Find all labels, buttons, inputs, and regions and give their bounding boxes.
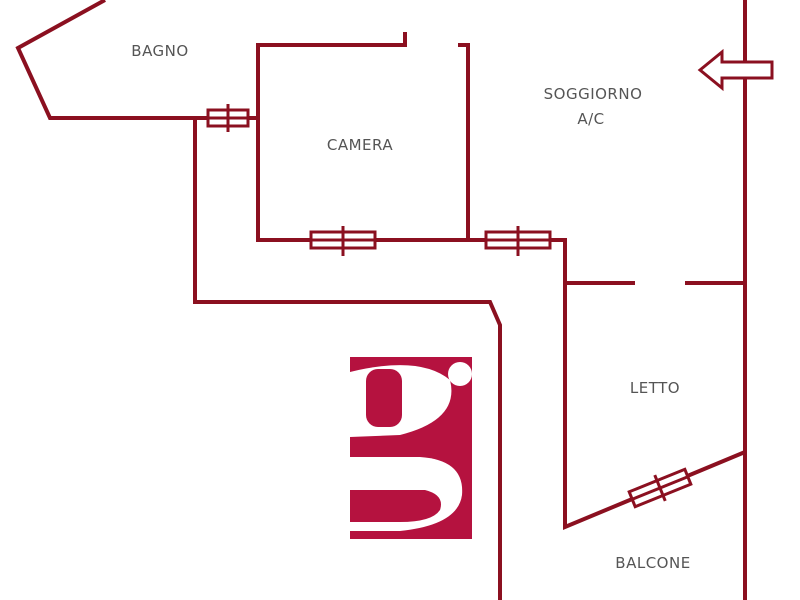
window-icon — [309, 226, 377, 256]
logo-icon — [350, 357, 472, 539]
room-label-balcone: BALCONE — [615, 554, 691, 572]
window-icon — [627, 467, 693, 509]
arrow-left-icon — [697, 48, 774, 92]
window-icon — [206, 104, 250, 132]
camera-wall — [256, 32, 746, 530]
window-icon — [484, 226, 552, 256]
room-label-bagno: BAGNO — [131, 42, 189, 60]
room-note-ac: A/C — [577, 110, 605, 128]
room-label-letto: LETTO — [629, 379, 681, 397]
room-label-soggiorno: SOGGIORNO — [543, 85, 643, 103]
camera-wall-right — [458, 43, 470, 240]
corridor-wall-left — [193, 118, 502, 600]
room-label-camera: CAMERA — [326, 136, 394, 154]
bagno-wall — [15, 0, 258, 120]
